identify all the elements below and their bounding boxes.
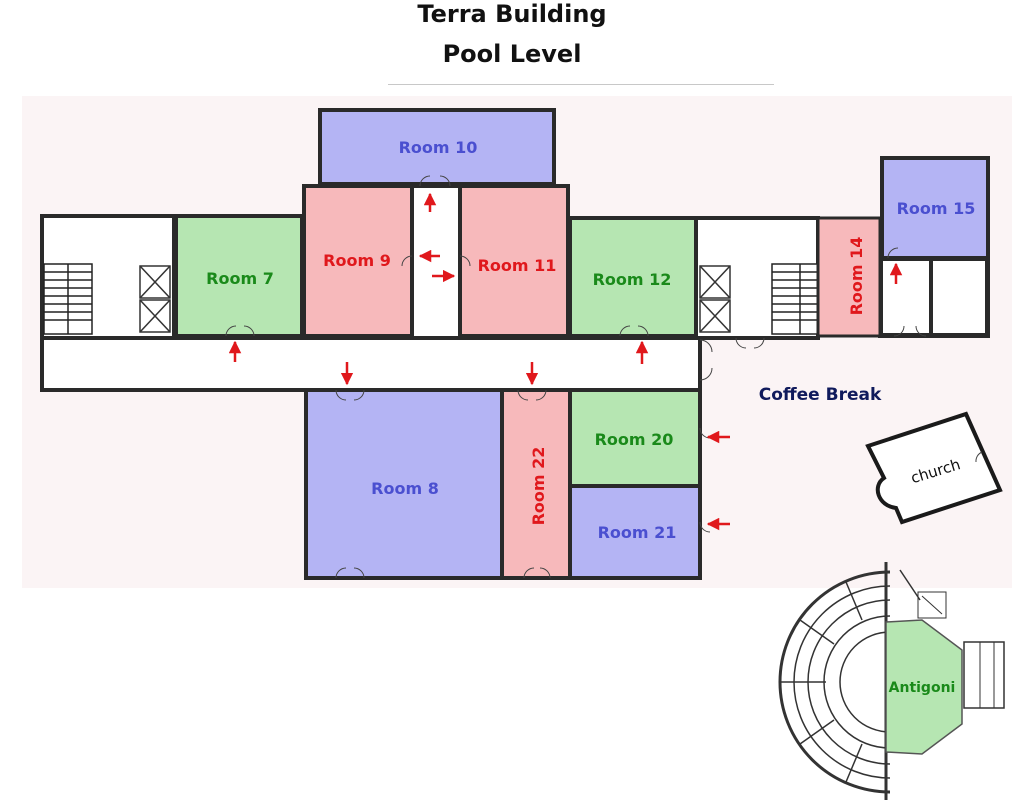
- room-8[interactable]: [304, 388, 504, 580]
- room-21[interactable]: [568, 484, 702, 580]
- room-20-label: Room 20: [595, 430, 674, 449]
- room-9-label: Room 9: [323, 251, 391, 270]
- room-20[interactable]: [568, 388, 702, 488]
- room-7-label: Room 7: [206, 269, 274, 288]
- room-10[interactable]: [318, 108, 556, 186]
- room-15-label: Room 15: [897, 199, 976, 218]
- entrance-arrows: [228, 192, 903, 531]
- elevators-left: [139, 265, 171, 333]
- title-divider: [388, 84, 774, 85]
- church-building[interactable]: church: [865, 411, 1003, 525]
- elevators-right: [699, 265, 731, 333]
- antigoni-label: Antigoni: [889, 680, 956, 696]
- room-12-label: Room 12: [593, 270, 672, 289]
- room-10-label: Room 10: [399, 138, 478, 157]
- door-swings: [225, 175, 927, 579]
- room-14[interactable]: [816, 216, 882, 338]
- room-9[interactable]: [302, 184, 414, 338]
- room-8-label: Room 8: [371, 479, 439, 498]
- amphitheater: [758, 562, 1016, 806]
- room-22-label: Room 22: [529, 447, 548, 526]
- antigoni-area[interactable]: [885, 619, 963, 755]
- room-11[interactable]: [458, 184, 570, 338]
- room-21-label: Room 21: [598, 523, 677, 542]
- room-12[interactable]: [568, 216, 698, 338]
- room-11-label: Room 11: [478, 256, 557, 275]
- coffee-break-label: Coffee Break: [759, 385, 882, 405]
- map-title: Terra Building: [417, 0, 607, 28]
- service-rooms: [881, 259, 987, 335]
- stairs-left: [43, 263, 93, 335]
- room-14-label: Room 14: [847, 237, 866, 316]
- map-subtitle: Pool Level: [442, 40, 582, 68]
- room-15[interactable]: [880, 156, 990, 260]
